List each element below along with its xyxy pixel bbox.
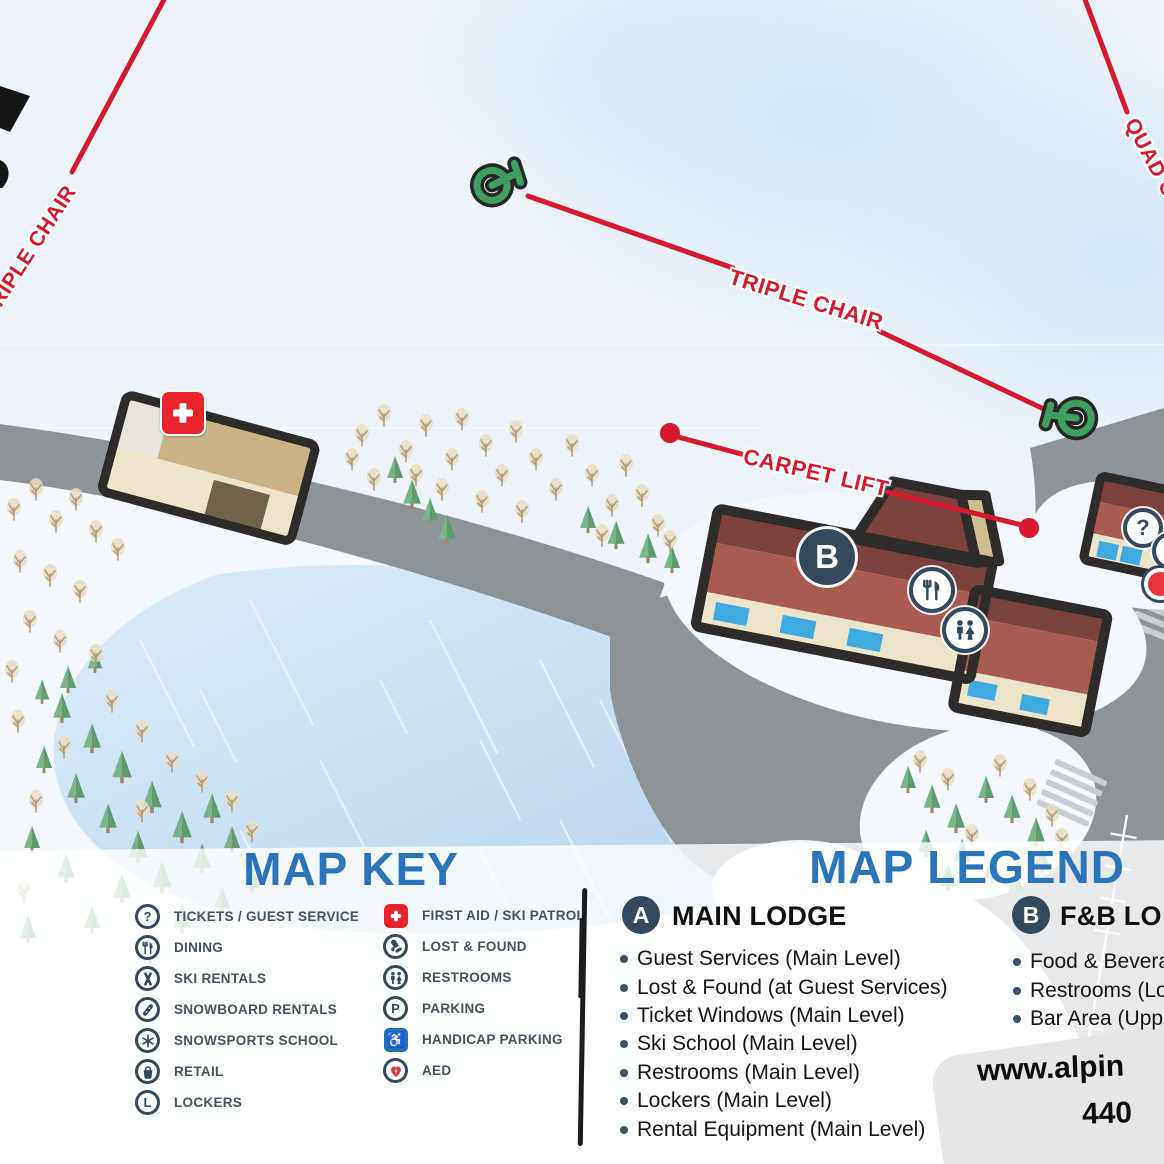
- map-key-column-2: FIRST AID / SKI PATROL LOST & FOUND RESTRO…: [382, 903, 585, 1083]
- first-aid-badge-partial: [1144, 568, 1164, 600]
- website-text: www.alpin: [976, 1049, 1125, 1088]
- legend-item-text: Bar Area (Upp: [1030, 1006, 1164, 1030]
- legend-item-text: Guest Services (Main Level): [637, 947, 901, 971]
- map-key-item: ? TICKETS / GUEST SERVICE: [134, 904, 359, 929]
- bullet-dot: [1013, 986, 1021, 995]
- map-key-column-1: ? TICKETS / GUEST SERVICE DINING SKI RENTAL…: [134, 904, 359, 1115]
- snowboard-rentals-icon: [134, 997, 161, 1022]
- triple-chair-line: [876, 328, 1053, 415]
- map-key-item-label: FIRST AID / SKI PATROL: [422, 908, 586, 923]
- bullet-dot: [620, 1125, 628, 1134]
- retail-icon: [134, 1059, 161, 1084]
- map-key-item-label: HANDICAP PARKING: [422, 1032, 563, 1047]
- legend-item-text: Lockers (Main Level): [637, 1089, 832, 1113]
- triple-chair-line-upper-left: [69, 0, 167, 175]
- dining-icon: [134, 935, 161, 960]
- legend-badge-b: B: [1012, 896, 1050, 934]
- carpet-lift-line: [885, 489, 1029, 529]
- map-key-item-label: SKI RENTALS: [174, 971, 267, 986]
- first-aid-icon: [160, 390, 206, 436]
- aed-icon: [382, 1058, 409, 1083]
- map-key-item: LOST & FOUND: [382, 934, 585, 959]
- b-lodge-badge: B: [799, 529, 855, 585]
- map-key-title: MAP KEY: [243, 843, 459, 895]
- triple-chair-line: [525, 193, 736, 271]
- map-key-item-label: AED: [422, 1063, 452, 1078]
- map-key-item-label: RETAIL: [174, 1064, 224, 1079]
- tickets-guest-service-icon: ?: [134, 904, 161, 929]
- legend-item-text: Ski School (Main Level): [637, 1032, 858, 1056]
- map-key-item-label: LOCKERS: [174, 1095, 243, 1110]
- cropped-logo-fragment: [0, 86, 30, 188]
- map-key-item-label: DINING: [174, 940, 224, 955]
- map-key-item: DINING: [134, 935, 359, 960]
- legend-heading-fb-lodge: F&B LO: [1060, 901, 1162, 931]
- legend-item-text: Lost & Found (at Guest Services): [637, 975, 948, 999]
- chairlift-bullwheel-icon: [1045, 396, 1094, 436]
- map-key-item-label: RESTROOMS: [422, 970, 512, 985]
- snowsports-school-icon: [134, 1028, 161, 1053]
- map-key-item: FIRST AID / SKI PATROL: [382, 903, 585, 928]
- map-key-item: L LOCKERS: [134, 1090, 359, 1115]
- lockers-icon: L: [134, 1090, 161, 1115]
- carpet-lift-terminal-dot: [660, 423, 680, 443]
- map-key-item: RESTROOMS: [382, 965, 585, 990]
- legend-badge-a: A: [622, 896, 660, 934]
- map-key-item-label: SNOWBOARD RENTALS: [174, 1002, 338, 1017]
- bullet-dot: [620, 1040, 628, 1049]
- map-legend-title: MAP LEGEND: [809, 841, 1125, 893]
- legend-item-text: Restrooms (Lo: [1030, 978, 1164, 1002]
- quad-chair-line: [1082, 0, 1130, 115]
- legend-item: Ticket Windows (Main Level): [620, 1002, 947, 1030]
- map-key-item: P PARKING: [382, 996, 585, 1021]
- legend-item: Lost & Found (at Guest Services): [620, 973, 947, 1001]
- map-key-item: SNOWSPORTS SCHOOL: [134, 1028, 359, 1053]
- restrooms-icon: [942, 607, 988, 653]
- carpet-lift-terminal-dot: [1019, 518, 1039, 538]
- legend-item: Lockers (Main Level): [620, 1087, 947, 1115]
- bullet-dot: [620, 1097, 628, 1106]
- legend-item-text: Rental Equipment (Main Level): [637, 1117, 926, 1141]
- map-key-item-label: PARKING: [422, 1001, 486, 1016]
- bullet-dot: [620, 1068, 628, 1077]
- parking-icon: P: [382, 996, 409, 1021]
- lost-found-icon: [382, 934, 409, 959]
- handicap-parking-icon: ♿: [382, 1027, 409, 1052]
- bullet-dot: [1013, 958, 1021, 967]
- map-key-item: ♿ HANDICAP PARKING: [382, 1027, 585, 1052]
- dining-icon: [909, 567, 955, 613]
- legend-item-text: Restrooms (Main Level): [637, 1060, 860, 1084]
- legend-item: Food & Bevera: [1013, 948, 1164, 976]
- legend-item: Restrooms (Lo: [1013, 976, 1164, 1004]
- bullet-dot: [620, 1011, 628, 1020]
- legend-item: Guest Services (Main Level): [620, 945, 947, 973]
- phone-text: 440: [1081, 1096, 1133, 1131]
- carpet-lift-line: [675, 434, 748, 458]
- legend-item-text: Food & Bevera: [1030, 950, 1164, 974]
- map-key-item: AED: [382, 1058, 585, 1083]
- legend-heading-main-lodge: MAIN LODGE: [672, 901, 847, 931]
- map-key-item: SNOWBOARD RENTALS: [134, 997, 359, 1022]
- first-aid-ski-patrol-icon: [382, 903, 409, 928]
- chairlift-bullwheel-icon: [473, 162, 523, 204]
- legend-item: Bar Area (Upp: [1013, 1005, 1164, 1033]
- bullet-dot: [1013, 1014, 1021, 1023]
- map-key-item: RETAIL: [134, 1059, 359, 1084]
- map-key-item: SKI RENTALS: [134, 966, 359, 991]
- lift-lines: [69, 0, 1130, 529]
- map-key-item-label: LOST & FOUND: [422, 939, 527, 954]
- map-key-item-label: TICKETS / GUEST SERVICE: [174, 909, 360, 924]
- bullet-dot: [620, 983, 628, 992]
- restrooms-icon: [382, 965, 409, 990]
- legend-item: Ski School (Main Level): [620, 1030, 947, 1058]
- legend-item-text: Ticket Windows (Main Level): [637, 1003, 905, 1027]
- legend-list-main-lodge: Guest Services (Main Level) Lost & Found …: [620, 945, 947, 1144]
- bullet-dot: [620, 955, 628, 964]
- map-key-item-label: SNOWSPORTS SCHOOL: [174, 1033, 339, 1048]
- ski-rentals-icon: [134, 966, 161, 991]
- legend-item: Restrooms (Main Level): [620, 1059, 947, 1087]
- legend-item: Rental Equipment (Main Level): [620, 1115, 947, 1143]
